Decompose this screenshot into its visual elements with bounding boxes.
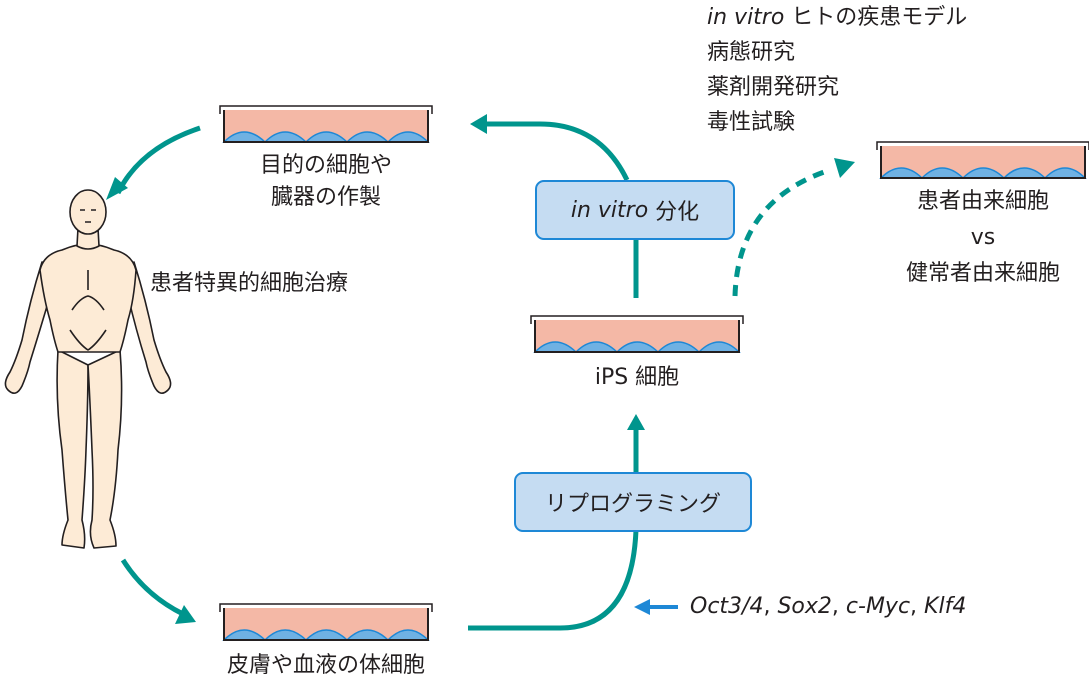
factor-arrowhead	[634, 599, 650, 615]
arrowhead-to-somatic	[175, 605, 196, 624]
dish-target-cells	[219, 105, 433, 143]
ips-cells-label: iPS 細胞	[594, 365, 680, 390]
application-disease-model: in vitro ヒトの疾患モデル	[707, 5, 968, 30]
dashed-arrow-ips-to-patient-cells	[732, 167, 831, 297]
reprogramming-factors: Oct3/4, Sox2, c-Myc, Klf4	[690, 594, 967, 619]
arrowhead-to-target	[470, 114, 487, 134]
somatic-cells-label: 皮膚や血液の体細胞	[226, 653, 425, 678]
dish-ips-cells	[530, 315, 744, 353]
application-drug-development: 薬剤開発研究	[707, 75, 840, 100]
arrowhead-to-patient	[106, 177, 128, 200]
arrowhead-to-patient-cells	[834, 158, 855, 178]
application-pathology-research: 病態研究	[707, 40, 796, 65]
dish-patient-cells	[876, 141, 1089, 179]
application-toxicity-test: 毒性試験	[707, 110, 796, 135]
differentiation-box: in vitro 分化	[535, 180, 735, 240]
arrow-differentiation-to-target	[485, 121, 630, 182]
dish-somatic-cells	[219, 603, 433, 641]
reprogramming-box: リプログラミング	[514, 472, 752, 532]
target-cells-label: 目的の細胞や 臓器の作製	[259, 153, 392, 210]
arrow-patient-to-somatic	[120, 558, 185, 617]
patient-cells-label: 患者由来細胞 vs 健常者由来細胞	[905, 189, 1060, 286]
human-body-figure	[4, 189, 172, 549]
applications-list: in vitro ヒトの疾患モデル 病態研究 薬剤開発研究 毒性試験	[707, 0, 967, 140]
arrow-somatic-to-reprogramming	[468, 529, 639, 631]
arrow-target-to-patient	[115, 125, 201, 195]
arrowhead-to-ips	[627, 414, 645, 430]
therapy-label: 患者特異的細胞治療	[150, 271, 349, 296]
